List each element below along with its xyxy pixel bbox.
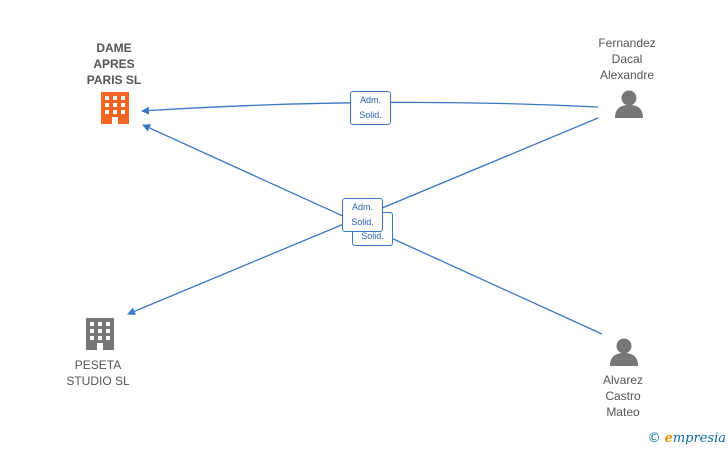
node-label-peseta[interactable]: PESETA STUDIO SL [66,358,130,388]
edge-label-fernandez-peseta: Adm. Solid. [342,198,383,232]
node-label-fernandez[interactable]: Fernandez Dacal Alexandre [598,36,656,82]
person-icon[interactable] [615,90,643,119]
node-label-alvarez[interactable]: Alvarez Castro Mateo [602,373,643,419]
brand-initial: e [664,431,673,446]
building-icon[interactable] [86,318,114,350]
building-icon[interactable] [101,92,129,124]
copyright-symbol: © [647,431,661,446]
edge-label-fernandez-dame-apres: Adm. Solid. [350,91,391,125]
person-icon[interactable] [610,338,638,367]
brand-name: mpresia [672,431,726,446]
empresia-watermark: ©empresia [648,431,726,446]
node-label-dame-apres[interactable]: DAME APRES PARIS SL [86,41,142,87]
